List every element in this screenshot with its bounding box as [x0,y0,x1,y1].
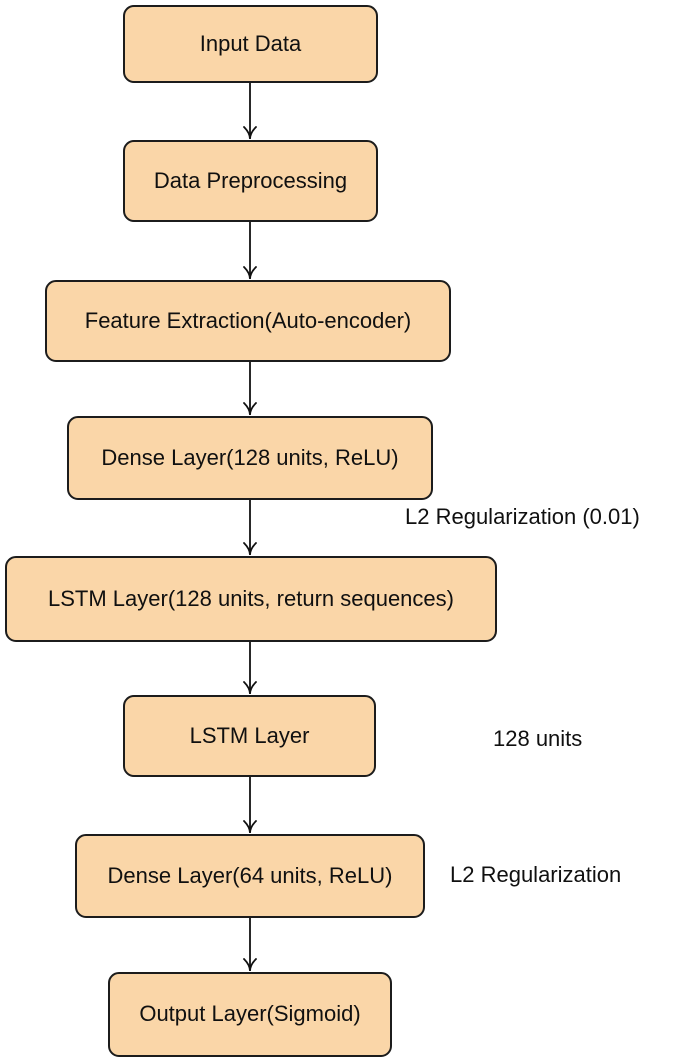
arrow-connector [243,918,257,972]
node-input-data: Input Data [123,5,378,83]
arrow-connector [243,642,257,695]
node-label: Data Preprocessing [153,167,348,193]
node-lstm-layer: LSTM Layer [123,695,376,777]
node-label: LSTM Layer [189,722,310,748]
annotation-l2-regularization-001: L2 Regularization (0.01) [405,504,640,529]
node-dense-layer-64: Dense Layer(64 units, ReLU) [75,834,425,918]
node-lstm-layer-sequences: LSTM Layer(128 units, return sequences) [5,556,497,642]
node-label: Feature Extraction(Auto-encoder) [84,307,412,333]
arrow-connector [243,500,257,556]
node-label: Dense Layer(128 units, ReLU) [101,444,399,470]
arrow-connector [243,222,257,280]
arrow-connector [243,83,257,140]
annotation-units-128: 128 units [493,726,583,751]
arrow-connector [243,362,257,416]
arrow-connector [243,777,257,834]
node-data-preprocessing: Data Preprocessing [123,140,378,222]
node-label: Dense Layer(64 units, ReLU) [107,862,393,888]
annotation-l2-regularization: L2 Regularization [450,862,622,887]
node-label: Input Data [199,30,302,56]
node-feature-extraction: Feature Extraction(Auto-encoder) [45,280,451,362]
node-label: Output Layer(Sigmoid) [139,1001,361,1027]
node-output-layer: Output Layer(Sigmoid) [108,972,392,1057]
node-label: LSTM Layer(128 units, return sequences) [48,585,454,611]
node-dense-layer-128: Dense Layer(128 units, ReLU) [67,416,433,500]
